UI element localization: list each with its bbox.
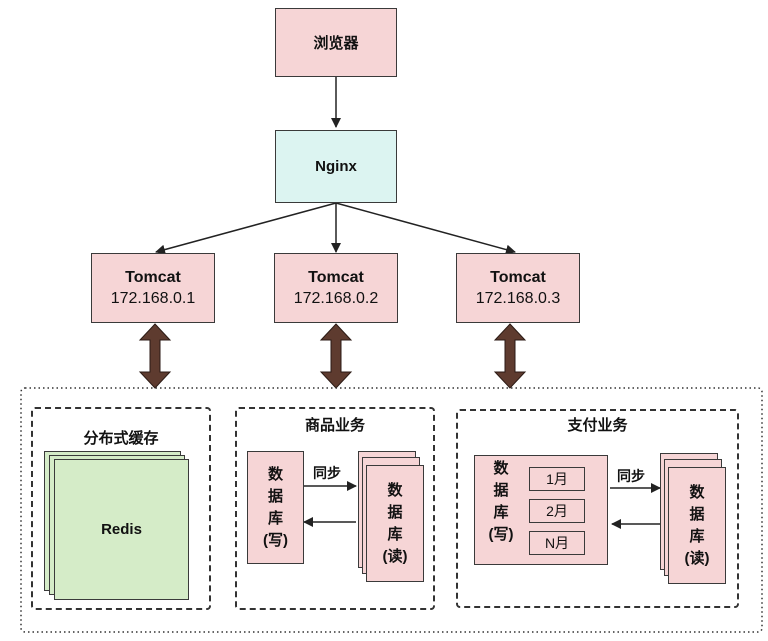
product-sync-label: 同步	[313, 465, 341, 481]
cache-group: 分布式缓存	[31, 407, 211, 610]
db-char: 据	[267, 487, 283, 505]
month-partition-1: 1月	[529, 467, 585, 491]
payment-write-db-label: 数 据 库 (写)	[481, 458, 521, 546]
month-partition-2: 2月	[529, 499, 585, 523]
db-char: 库	[267, 509, 283, 527]
product-group-title: 商品业务	[304, 417, 365, 434]
db-char: 数	[689, 483, 705, 501]
tomcat-node-2: Tomcat 172.168.0.2	[274, 253, 398, 323]
cache-group-title: 分布式缓存	[83, 430, 159, 447]
browser-node: 浏览器	[275, 8, 397, 77]
product-group: 商品业务	[235, 407, 435, 610]
db-char: 库	[493, 504, 509, 521]
tomcat-ip: 172.168.0.2	[293, 290, 379, 307]
db-char: 据	[493, 482, 509, 499]
product-write-db: 数 据 库 (写)	[247, 451, 304, 564]
tomcat-node-1: Tomcat 172.168.0.1	[91, 253, 215, 323]
tomcat-name: Tomcat	[308, 269, 364, 286]
db-char: 据	[387, 503, 403, 521]
tomcat-node-3: Tomcat 172.168.0.3	[456, 253, 580, 323]
db-char: 数	[493, 460, 509, 477]
bidir-arrow-2	[319, 323, 353, 389]
db-char: (写)	[488, 526, 514, 543]
bidir-arrow-1	[138, 323, 172, 389]
redis-node: Redis	[54, 459, 189, 600]
month-partition-n: N月	[529, 531, 585, 555]
bidir-arrow-3	[493, 323, 527, 389]
arrow-nginx-tomcat-1	[155, 202, 337, 255]
db-char: 数	[387, 481, 403, 499]
db-char: (读)	[382, 547, 408, 565]
product-read-db: 数 据 库 (读)	[366, 465, 424, 582]
db-char: 库	[387, 525, 403, 543]
tomcat-ip: 172.168.0.3	[475, 290, 561, 307]
db-char: (读)	[684, 549, 710, 567]
tomcat-name: Tomcat	[490, 269, 546, 286]
payment-group: 支付业务	[456, 409, 739, 608]
tomcat-ip: 172.168.0.1	[110, 290, 196, 307]
db-char: 数	[267, 465, 283, 483]
tomcat-name: Tomcat	[125, 269, 181, 286]
payment-read-db: 数 据 库 (读)	[668, 467, 726, 584]
arrow-nginx-tomcat-3	[335, 202, 516, 255]
db-char: 库	[689, 527, 705, 545]
payment-group-title: 支付业务	[567, 417, 628, 434]
db-char: 据	[689, 505, 705, 523]
nginx-node: Nginx	[275, 130, 397, 203]
db-char: (写)	[263, 531, 288, 549]
payment-sync-label: 同步	[617, 468, 645, 484]
